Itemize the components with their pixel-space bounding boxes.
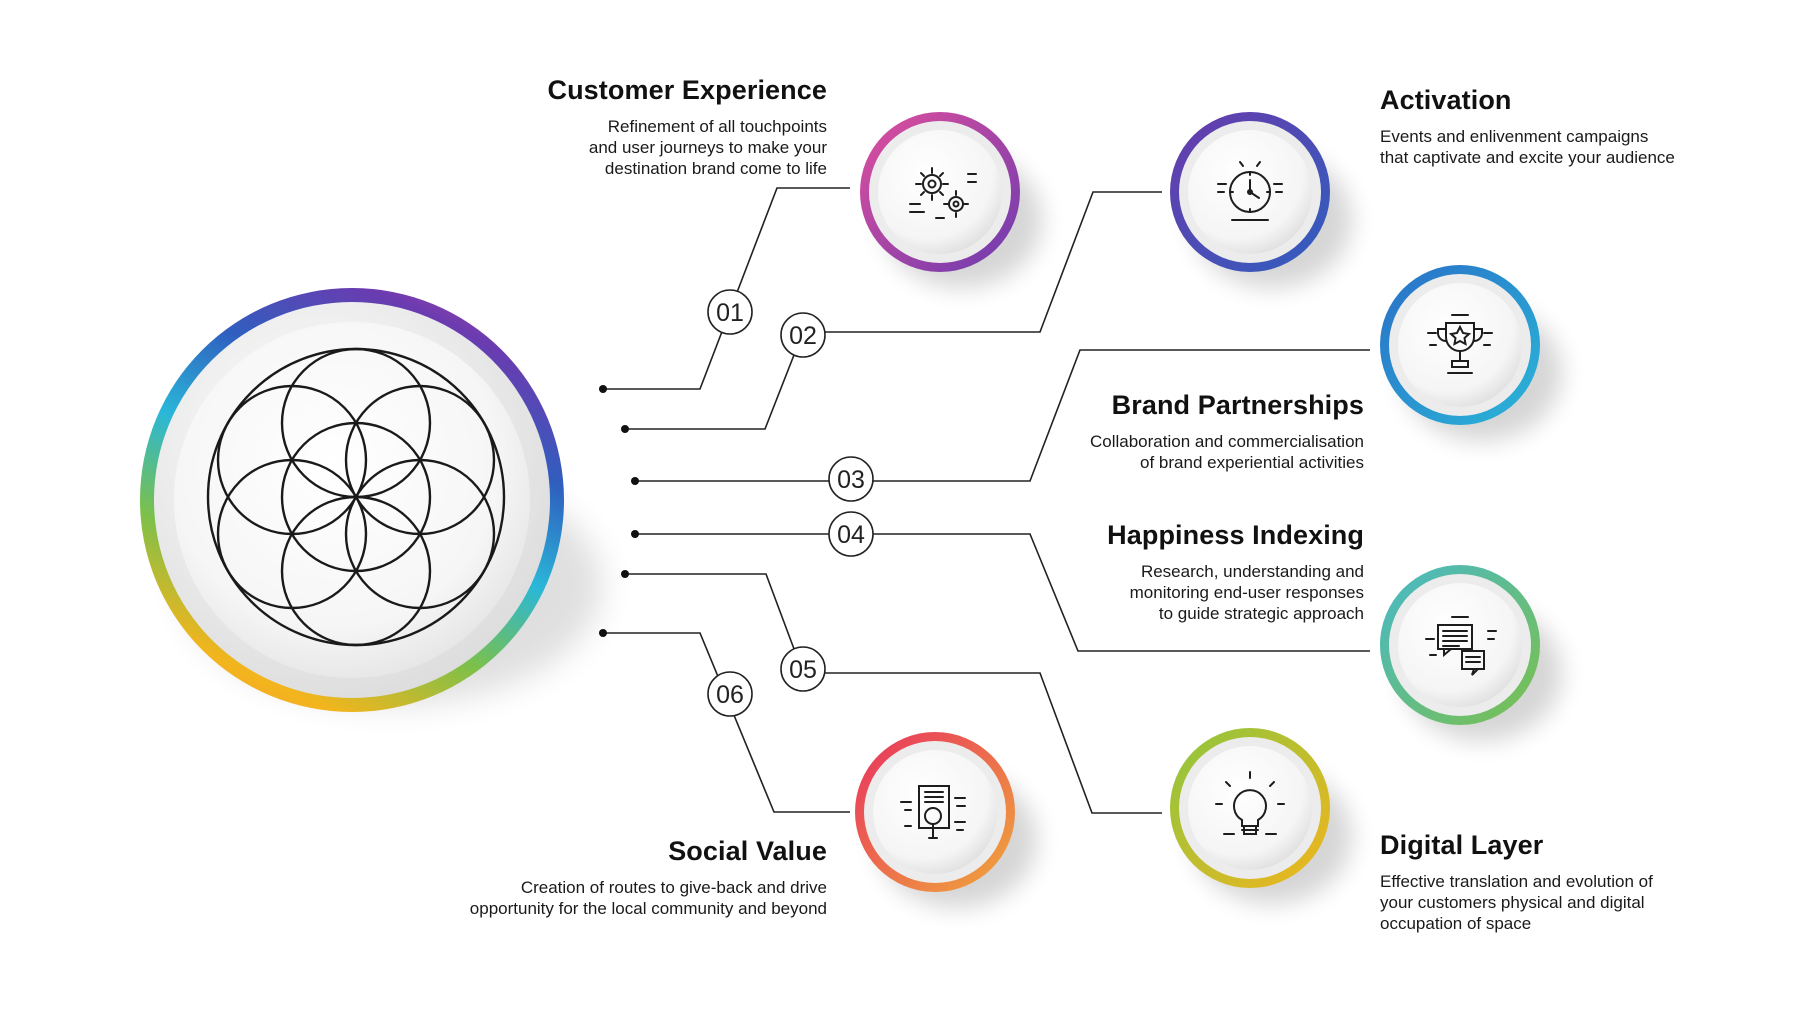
item-title: Brand Partnerships	[1111, 390, 1364, 420]
item-description: Creation of routes to give-back and driv…	[469, 878, 827, 918]
number-badge-04: 04	[828, 511, 874, 557]
clock-icon	[1217, 161, 1283, 221]
item-title: Happiness Indexing	[1107, 520, 1364, 550]
item-description: Refinement of all touchpoints and user j…	[588, 117, 827, 178]
lightbulb-icon	[1215, 771, 1285, 835]
number-label: 03	[837, 466, 865, 494]
node-02	[1170, 112, 1352, 288]
number-label: 04	[837, 521, 865, 549]
number-badge-06: 06	[707, 671, 753, 717]
number-label: 05	[789, 656, 817, 684]
label-brand-partnerships: Brand Partnerships Collaboration and com…	[924, 390, 1364, 473]
connector-dot-02	[621, 425, 629, 433]
node-05	[1170, 728, 1352, 904]
label-digital-layer: Digital Layer Effective translation and …	[1380, 830, 1800, 934]
document-search-icon	[900, 785, 966, 839]
item-description: Research, understanding and monitoring e…	[1129, 562, 1364, 623]
node-06	[855, 732, 1037, 908]
connector-dot-06	[599, 629, 607, 637]
number-label: 01	[716, 299, 744, 327]
flower-of-life-icon	[206, 347, 506, 647]
connector-02	[625, 191, 1162, 430]
node-03	[1380, 265, 1562, 441]
item-title: Digital Layer	[1380, 830, 1544, 860]
number-badge-01: 01	[707, 289, 753, 335]
item-title: Social Value	[668, 836, 827, 866]
chat-bubbles-icon	[1425, 616, 1497, 676]
item-description: Effective translation and evolution of y…	[1380, 872, 1653, 933]
trophy-icon	[1427, 314, 1493, 374]
gears-icon	[909, 167, 977, 219]
number-badge-05: 05	[780, 646, 826, 692]
connector-01	[603, 187, 850, 390]
number-label: 06	[716, 681, 744, 709]
connector-dot-05	[621, 570, 629, 578]
number-badge-03: 03	[828, 456, 874, 502]
number-badge-02: 02	[780, 312, 826, 358]
item-description: Collaboration and commercialisation of b…	[1089, 432, 1364, 472]
label-social-value: Social Value Creation of routes to give-…	[387, 836, 827, 919]
connector-06	[603, 632, 850, 813]
node-01	[860, 112, 1042, 288]
connector-dot-04	[631, 530, 639, 538]
item-title: Activation	[1380, 85, 1512, 115]
label-customer-experience: Customer Experience Refinement of all to…	[387, 75, 827, 179]
number-label: 02	[789, 322, 817, 350]
label-happiness-indexing: Happiness Indexing Research, understandi…	[924, 520, 1364, 624]
label-activation: Activation Events and enlivenment campai…	[1380, 85, 1800, 168]
node-04	[1380, 565, 1562, 741]
connector-dot-01	[599, 385, 607, 393]
item-title: Customer Experience	[547, 75, 827, 105]
connector-05	[625, 573, 1162, 814]
item-description: Events and enlivenment campaigns that ca…	[1380, 127, 1675, 167]
connector-dot-03	[631, 477, 639, 485]
